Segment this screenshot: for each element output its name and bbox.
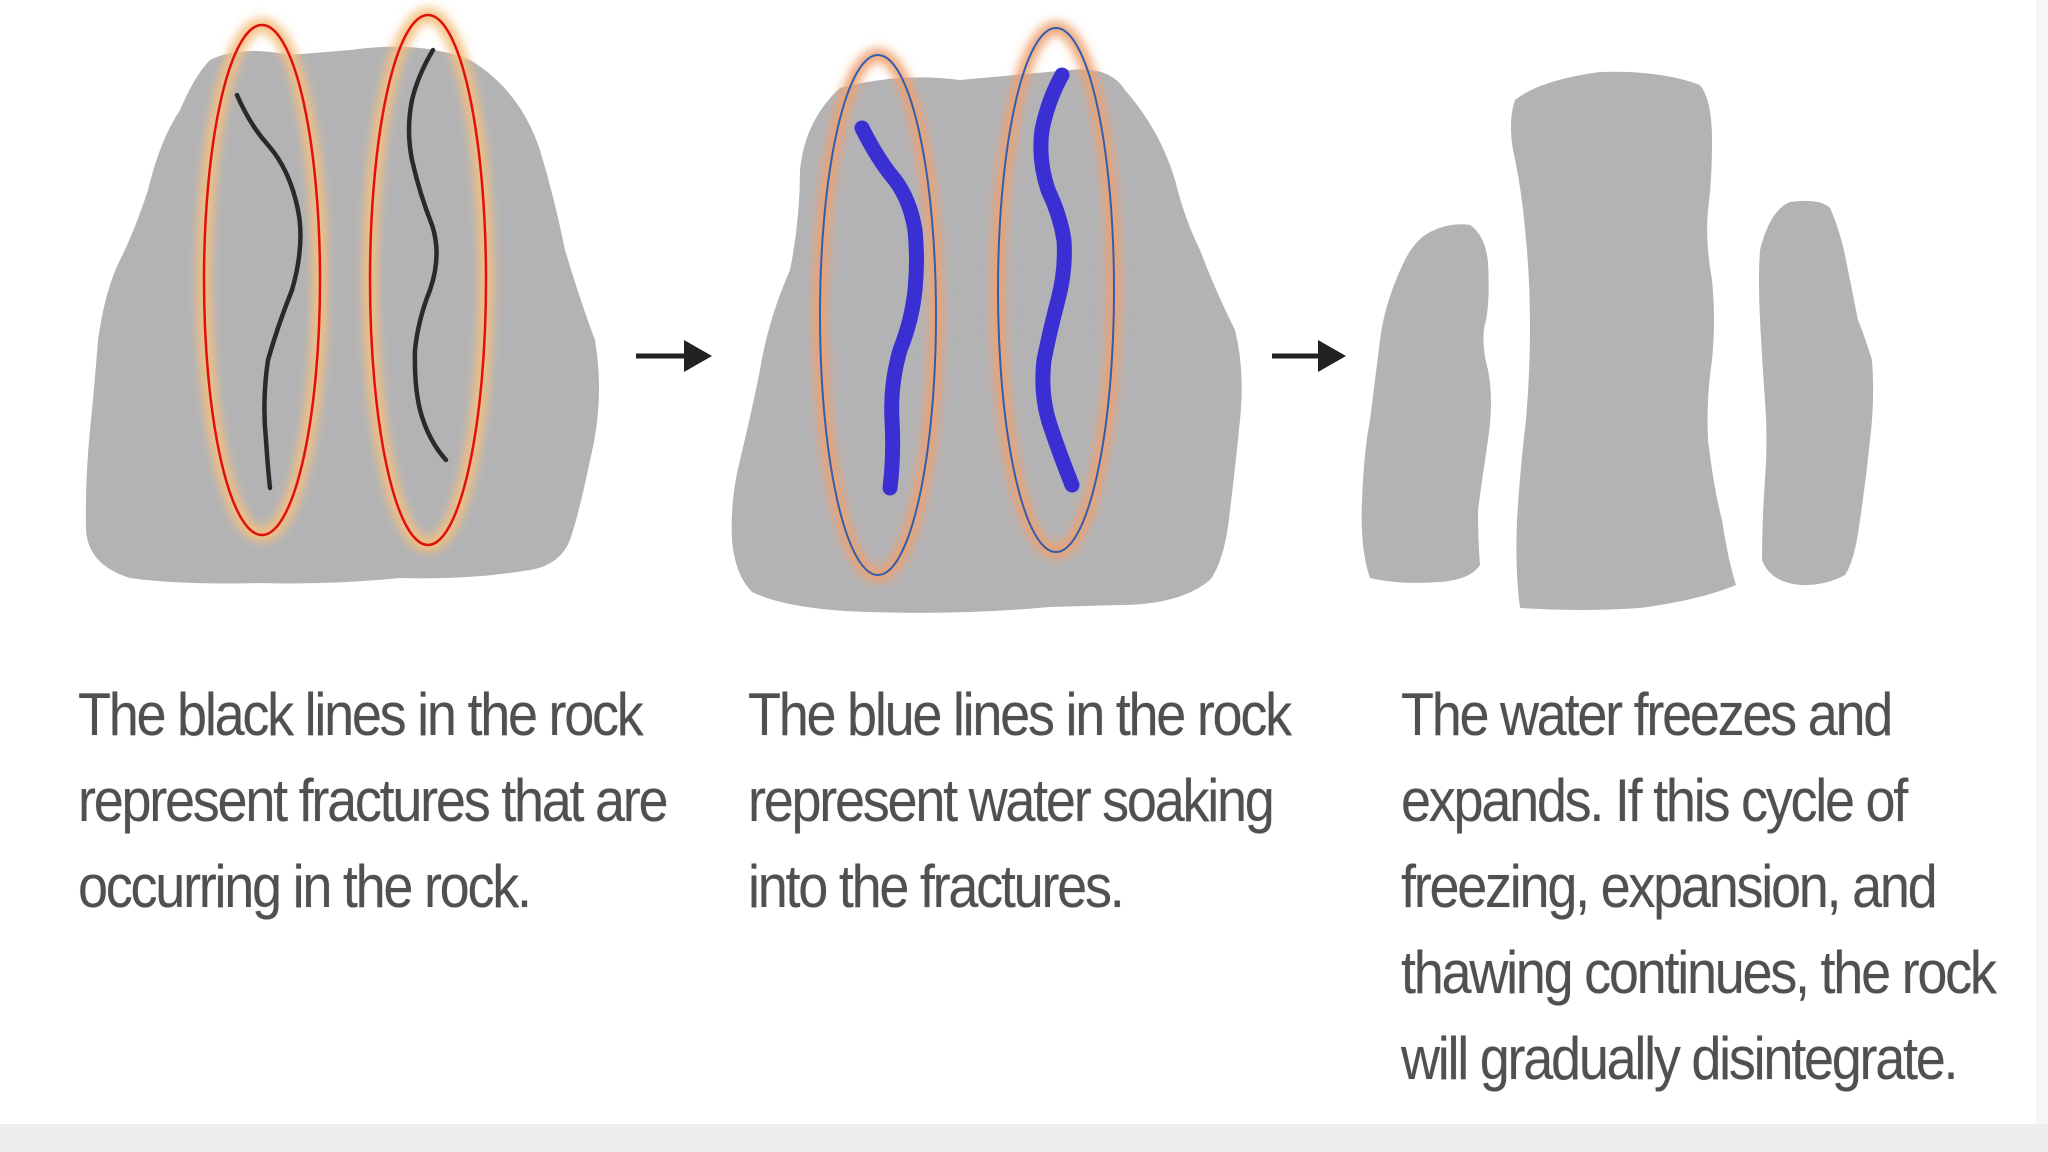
highlight-ellipse-2b-outline [997,27,1115,553]
arrow-2 [1272,340,1346,372]
rock-fragment-center [1510,71,1736,610]
rock-2 [731,69,1242,613]
highlight-ellipse-2a-outline [819,54,937,576]
panel-3-graphic [1361,71,1874,610]
rock-1 [85,46,600,584]
arrow-1 [636,340,712,372]
water-line-1 [854,120,924,496]
caption-panel-3: The water freezes and expands. If this c… [1401,672,1997,1102]
rock-fragment-right [1759,200,1874,586]
caption-1-line-3: occurring in the rock. [78,853,532,920]
right-edge-strip [2036,0,2048,1124]
caption-panel-1: The black lines in the rock represent fr… [78,672,669,930]
caption-panel-2: The blue lines in the rock represent wat… [748,672,1292,930]
caption-3-line-2: expands. If this cycle of [1401,767,1908,834]
rock-fragment-left [1361,224,1491,583]
caption-1-line-1: The black lines in the rock [78,681,644,748]
caption-3-line-3: freezing, expansion, and [1401,853,1938,920]
caption-2-line-3: into the fractures. [748,853,1125,920]
caption-2-line-2: represent water soaking [748,767,1275,834]
bottom-strip [0,1124,2048,1152]
panel-1-graphic [85,8,600,584]
fracture-line-1 [234,92,303,491]
fracture-line-2 [406,47,449,463]
caption-3-line-1: The water freezes and [1401,681,1893,748]
panel-2-graphic [731,21,1242,613]
water-line-2 [1033,67,1080,493]
caption-3-line-5: will gradually disintegrate. [1401,1025,1959,1092]
caption-2-line-1: The blue lines in the rock [748,681,1292,748]
highlight-ellipse-1a-outline [202,23,322,537]
caption-3-line-4: thawing continues, the rock [1401,939,1997,1006]
caption-1-line-2: represent fractures that are [78,767,669,834]
highlight-ellipse-1b-outline [368,13,488,547]
